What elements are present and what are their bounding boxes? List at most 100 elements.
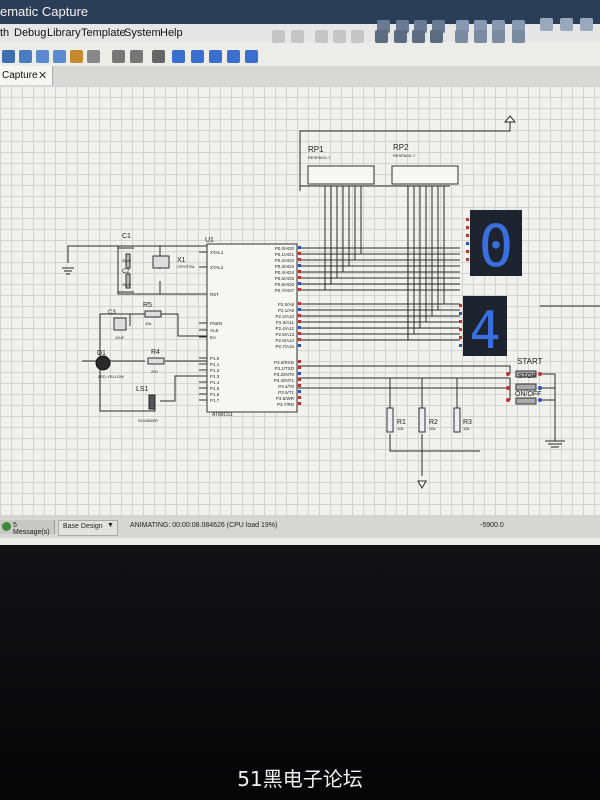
- goto-sheet-icon[interactable]: [580, 18, 593, 31]
- mirror-icon[interactable]: [412, 30, 425, 43]
- mcu-body[interactable]: [206, 243, 298, 413]
- refresh-icon[interactable]: [112, 50, 125, 63]
- messages-count: 5 Message(s): [13, 522, 50, 536]
- zoom-out-icon[interactable]: [209, 50, 222, 63]
- window-title: ematic Capture: [0, 4, 89, 19]
- animation-status: ANIMATING: 00:00:08.084626 (CPU load 19%…: [130, 522, 278, 529]
- export-icon[interactable]: [70, 50, 83, 63]
- copy-icon[interactable]: [333, 30, 346, 43]
- block-delete-icon[interactable]: [432, 20, 445, 33]
- messages-status-icon: [2, 522, 11, 531]
- redo-icon[interactable]: [291, 30, 304, 43]
- open-design-icon[interactable]: [19, 50, 32, 63]
- new-sheet-icon[interactable]: [540, 18, 553, 31]
- mcu-pin-label: P3.4/T0: [278, 384, 294, 389]
- pick-parts-icon[interactable]: [455, 30, 468, 43]
- mcu-pin-label: P2.2/A10: [275, 314, 294, 319]
- mcu-pin-state: [298, 338, 301, 341]
- import-icon[interactable]: [53, 50, 66, 63]
- chevron-down-icon: ▼: [107, 522, 114, 529]
- zoom-all-icon[interactable]: [227, 50, 240, 63]
- wires: [62, 115, 600, 490]
- cut-icon[interactable]: [315, 30, 328, 43]
- close-tab-icon[interactable]: ✕: [38, 70, 48, 82]
- undo-icon[interactable]: [272, 30, 285, 43]
- mcu-pin-label: P3.7/RD: [277, 402, 295, 407]
- seven-segment-display-2[interactable]: 4: [463, 296, 507, 361]
- resistor-r4[interactable]: [147, 357, 165, 365]
- capacitor-c1[interactable]: [125, 253, 131, 269]
- block-rotate-icon[interactable]: [414, 20, 427, 33]
- resistor-r3[interactable]: [453, 407, 461, 433]
- align-icon[interactable]: [375, 30, 388, 43]
- resistor-pack-rp1[interactable]: [307, 165, 375, 185]
- menu-debug[interactable]: Debug: [14, 27, 47, 39]
- remove-sheet-icon[interactable]: [560, 18, 573, 31]
- zoom-in-icon[interactable]: [191, 50, 204, 63]
- resistor-pack-rp2[interactable]: [391, 165, 459, 185]
- paste-icon[interactable]: [351, 30, 364, 43]
- onoff-button[interactable]: [515, 397, 537, 405]
- mcu-pin-label: P2.4/A12: [275, 326, 294, 331]
- r2-value: 10k: [429, 426, 435, 431]
- display-2-digit: 4: [469, 301, 500, 361]
- stop-button[interactable]: [515, 383, 537, 391]
- r1-ref: R1: [397, 419, 406, 426]
- seven-segment-display-1[interactable]: 0: [470, 210, 522, 280]
- pan-icon[interactable]: [172, 50, 185, 63]
- resistor-r1[interactable]: [386, 407, 394, 433]
- tab-label: Capture: [2, 70, 38, 81]
- save-design-icon[interactable]: [36, 50, 49, 63]
- mcu-pin-label: P1.2: [210, 368, 220, 373]
- start-button[interactable]: [515, 370, 537, 378]
- menu-graph[interactable]: th: [0, 27, 10, 39]
- tab-schematic-capture[interactable]: Capture ✕: [0, 66, 53, 85]
- messages-button[interactable]: 5 Message(s): [0, 520, 55, 536]
- wire-rp2-drops: [407, 186, 445, 340]
- wire-rp1-drops: [324, 186, 362, 290]
- display-pin-state: [466, 250, 469, 253]
- make-device-icon[interactable]: [474, 30, 487, 43]
- display-pin-state: [459, 304, 462, 307]
- block-copy-icon[interactable]: [377, 20, 390, 33]
- display-pin-state: [466, 234, 469, 237]
- property-assignment-icon[interactable]: [512, 20, 525, 33]
- crystal-x1[interactable]: [152, 255, 170, 269]
- packaging-tool-icon[interactable]: [492, 30, 505, 43]
- status-bar: 5 Message(s) Base Design ▼ ANIMATING: 00…: [0, 516, 600, 538]
- flip-icon[interactable]: [430, 30, 443, 43]
- new-design-icon[interactable]: [2, 50, 15, 63]
- mcu-pin-state: [298, 402, 301, 405]
- wire-caps: [118, 247, 134, 293]
- toggle-grid-icon[interactable]: [130, 50, 143, 63]
- distribute-icon[interactable]: [394, 30, 407, 43]
- mcu-pin-label: P2.7/A15: [275, 344, 294, 349]
- resistor-r2[interactable]: [418, 407, 426, 433]
- r3-ref: R3: [463, 419, 472, 426]
- search-tag-icon[interactable]: [492, 20, 505, 33]
- capacitor-c3[interactable]: [113, 317, 127, 331]
- decompose-icon[interactable]: [512, 30, 525, 43]
- print-icon[interactable]: [87, 50, 100, 63]
- menu-template[interactable]: Template: [81, 27, 126, 39]
- sounder-ls1[interactable]: [148, 394, 156, 410]
- wire-autorouter-icon[interactable]: [474, 20, 487, 33]
- stop-label: STOP: [518, 373, 537, 380]
- design-selector[interactable]: Base Design ▼: [58, 520, 118, 536]
- display-1-digit: 0: [479, 212, 514, 280]
- power-terminal-bottom: [417, 480, 427, 490]
- zoom-icon[interactable]: [456, 20, 469, 33]
- zoom-area-icon[interactable]: [245, 50, 258, 63]
- menu-help[interactable]: Help: [160, 27, 183, 39]
- display-pin-state: [459, 344, 462, 347]
- menu-system[interactable]: System: [124, 27, 161, 39]
- capacitor-c2[interactable]: [125, 273, 131, 289]
- resistor-r5[interactable]: [144, 310, 162, 318]
- block-move-icon[interactable]: [396, 20, 409, 33]
- display-pin-state: [459, 320, 462, 323]
- origin-icon[interactable]: [152, 50, 165, 63]
- menu-library[interactable]: Library: [47, 27, 81, 39]
- led-d1[interactable]: [95, 355, 111, 371]
- design-name: Base Design: [63, 523, 103, 530]
